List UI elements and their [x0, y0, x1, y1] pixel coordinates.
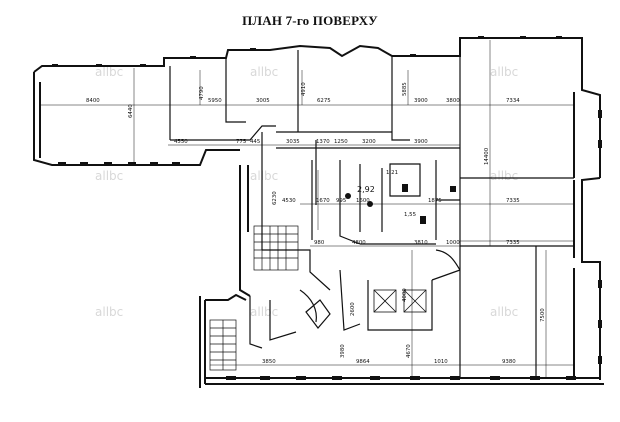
windows-top — [52, 36, 602, 380]
dim-label: 7335 — [506, 198, 520, 204]
interior-walls — [169, 50, 574, 378]
dimension-labels: 8400 6440 5950 4790 3005 4910 6275 5885 … — [86, 82, 546, 365]
dim-label: 6440 — [128, 104, 134, 118]
watermark: allbc — [250, 169, 278, 183]
dim-label: 4910 — [301, 82, 307, 96]
dim-label: 9380 — [502, 359, 516, 365]
dim-label: 3900 — [414, 98, 428, 104]
stairwell-bottom — [209, 319, 237, 371]
dim-label: 4800 — [352, 240, 366, 246]
dim-label: 1370 — [316, 139, 330, 145]
dim-label: 980 — [314, 240, 325, 246]
outer-walls — [33, 37, 604, 388]
watermark: allbc — [95, 305, 123, 319]
room-area-label: 2,92 — [357, 185, 375, 194]
dim-label: 1670 — [316, 198, 330, 204]
dim-label: 3810 — [414, 240, 428, 246]
dim-label: 7334 — [506, 98, 520, 104]
dim-label: 4530 — [282, 198, 296, 204]
dim-label: 445 — [250, 139, 260, 145]
dim-label: 4790 — [199, 86, 205, 100]
plan-title: ПЛАН 7-го ПОВЕРХУ — [242, 13, 378, 28]
watermark: allbc — [95, 65, 123, 79]
dim-label: 2600 — [350, 302, 356, 316]
dim-label: 1875 — [428, 198, 442, 204]
watermark: allbc — [490, 305, 518, 319]
dim-label: 5885 — [402, 82, 408, 96]
room-area-label: 1,21 — [386, 170, 398, 176]
dimension-lines — [40, 40, 574, 378]
dim-label: 4000 — [402, 288, 408, 302]
dim-label: 3035 — [286, 139, 300, 145]
watermark: allbc — [490, 169, 518, 183]
dim-label: 1250 — [334, 139, 348, 145]
watermarks: allbc allbc allbc allbc allbc allbc allb… — [95, 65, 518, 319]
dim-label: 1000 — [446, 240, 460, 246]
watermark: allbc — [95, 169, 123, 183]
dim-label: 3200 — [362, 139, 376, 145]
elevator-block — [373, 289, 427, 313]
dim-label: 3800 — [446, 98, 460, 104]
dim-label: 8400 — [86, 98, 100, 104]
dim-label: 3850 — [262, 359, 276, 365]
room-area-label: 1,55 — [404, 212, 416, 218]
dim-label: 995 — [336, 198, 346, 204]
dim-label: 3900 — [414, 139, 428, 145]
dim-label: 775 — [236, 139, 246, 145]
watermark: allbc — [250, 305, 278, 319]
dim-label: 3980 — [340, 344, 346, 358]
dim-label: 7335 — [506, 240, 520, 246]
watermark: allbc — [250, 65, 278, 79]
dim-label: 14400 — [484, 147, 490, 165]
stairwell-left — [253, 225, 299, 271]
dim-label: 9864 — [356, 359, 370, 365]
dim-label: 5950 — [208, 98, 222, 104]
dim-label: 6275 — [317, 98, 331, 104]
dim-label: 4670 — [406, 344, 412, 358]
dim-label: 1600 — [356, 198, 370, 204]
dim-label: 3005 — [256, 98, 270, 104]
dim-label: 4550 — [174, 139, 188, 145]
dim-label: 1010 — [434, 359, 448, 365]
watermark: allbc — [490, 65, 518, 79]
dim-label: 6230 — [272, 191, 278, 205]
dim-label: 7500 — [540, 308, 546, 322]
